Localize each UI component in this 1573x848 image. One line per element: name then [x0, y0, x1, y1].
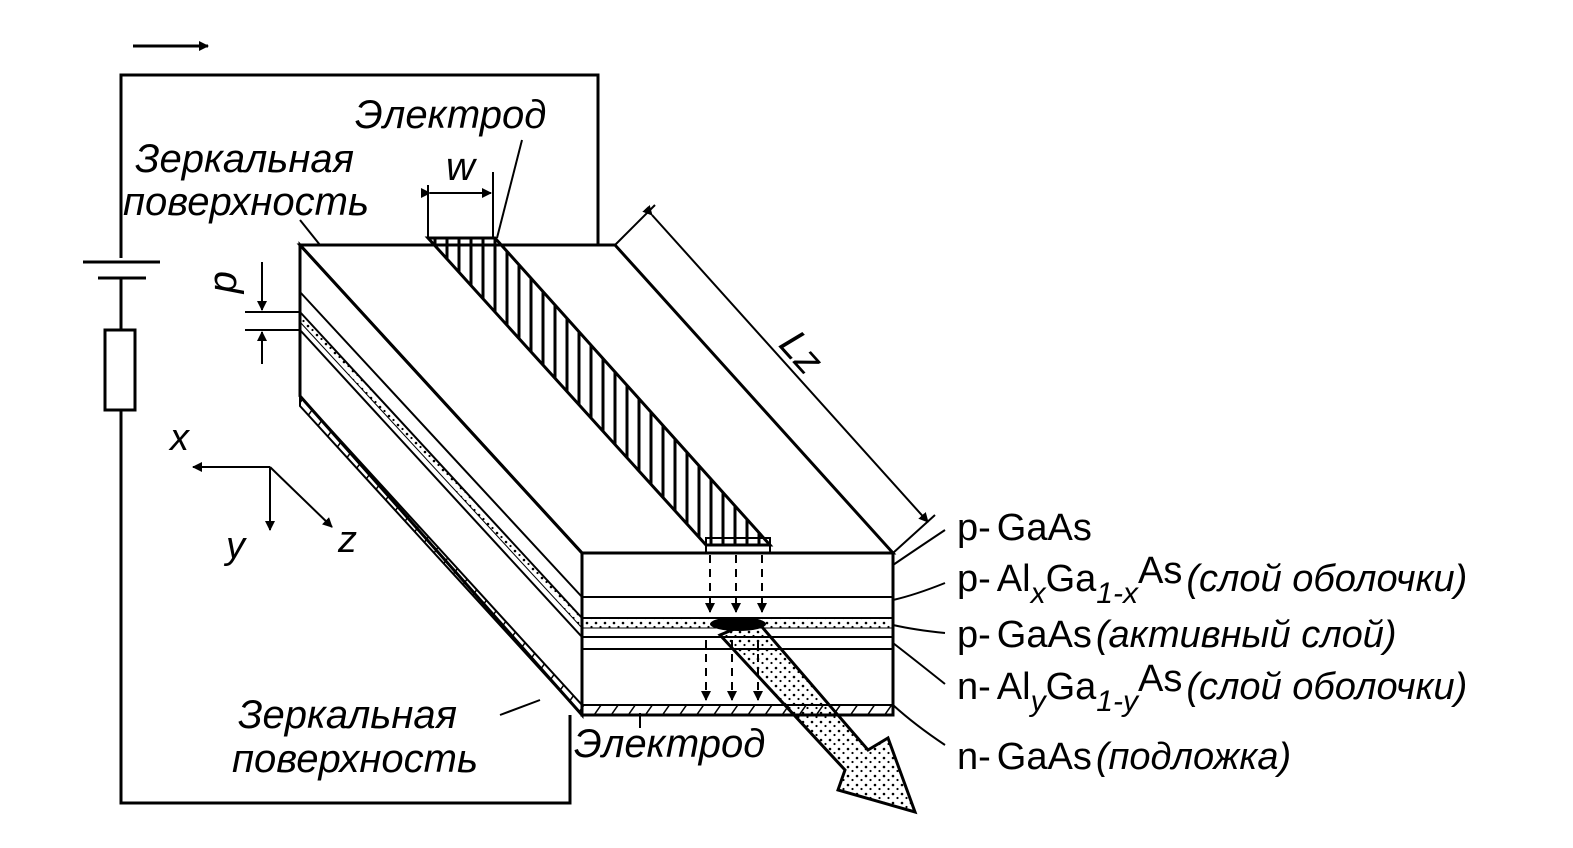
mirror-top-label-line2: поверхность	[123, 180, 369, 224]
mirror-bottom-leader	[499, 699, 541, 716]
d-label: d	[206, 271, 250, 295]
mirror-top-leader	[299, 219, 321, 246]
mirror-top-label-line1: Зеркальная	[135, 137, 354, 181]
lz-label: Lz	[771, 322, 832, 383]
axes	[192, 462, 333, 531]
resistor-icon	[103, 328, 137, 412]
axis-x-label: x	[168, 417, 191, 459]
layer-label: p-AlxGa1-xAs(слой оболочки)	[957, 550, 1467, 610]
mirror-bottom-label-line2: поверхность	[232, 737, 478, 781]
d-dimension	[245, 262, 300, 364]
electrode-leader	[496, 139, 523, 239]
battery-icon	[83, 260, 160, 280]
layer-label: n-GaAs(подложка)	[957, 736, 1291, 778]
axis-y-label: y	[223, 525, 247, 567]
w-dimension	[421, 172, 494, 238]
layer-label: p-GaAs(активный слой)	[957, 614, 1397, 656]
laser-beam	[717, 618, 918, 815]
layer-label: p-GaAs	[957, 507, 1092, 549]
axis-z-label: z	[337, 519, 357, 561]
circuit-wire	[119, 73, 600, 805]
mirror-bottom-label-line1: Зеркальная	[238, 693, 457, 737]
electrode-bottom-label: Электрод	[574, 722, 765, 766]
electrode-top-label: Электрод	[355, 93, 546, 137]
layer-label: n-AlyGa1-yAs(слой оболочки)	[957, 658, 1467, 718]
front-electrode-tab	[705, 537, 771, 554]
lz-dimension	[614, 204, 936, 554]
layer-leaders	[892, 529, 946, 746]
w-label: w	[446, 145, 478, 189]
top-electrode	[424, 236, 774, 547]
